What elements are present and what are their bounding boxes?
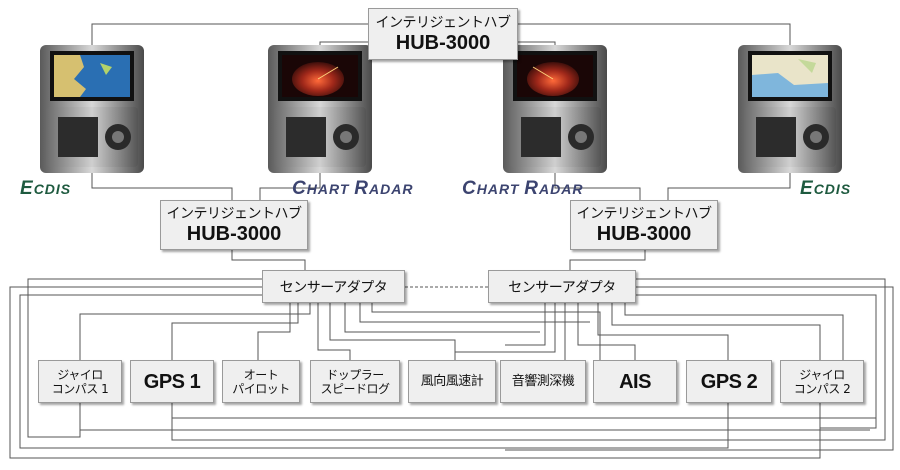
main-hub-name: インテリジェントハブ xyxy=(375,14,512,31)
console-2 xyxy=(268,45,372,173)
right-hub-name: インテリジェントハブ xyxy=(576,205,713,222)
console-4 xyxy=(738,45,842,173)
device-gyro-compass-1: ジャイロコンパス 1 xyxy=(38,360,122,403)
left-hub: インテリジェントハブ HUB-3000 xyxy=(160,200,308,250)
main-hub: インテリジェントハブ HUB-3000 xyxy=(368,8,518,60)
left-hub-name: インテリジェントハブ xyxy=(166,205,303,222)
device-gyro-compass-2: ジャイロコンパス 2 xyxy=(780,360,864,403)
left-sensor-adapter: センサーアダプタ xyxy=(262,270,405,303)
left-hub-model: HUB-3000 xyxy=(186,222,282,245)
console-3 xyxy=(503,45,607,173)
main-hub-model: HUB-3000 xyxy=(395,31,491,54)
device-autopilot: オートパイロット xyxy=(222,360,300,403)
right-hub-model: HUB-3000 xyxy=(596,222,692,245)
chart-radar-caption-left: CHART RADAR xyxy=(292,178,414,199)
right-sensor-adapter: センサーアダプタ xyxy=(488,270,636,303)
console-1 xyxy=(40,45,144,173)
device-gps-1: GPS 1 xyxy=(130,360,214,403)
chart-radar-caption-right: CHART RADAR xyxy=(462,178,584,199)
device-gps-2: GPS 2 xyxy=(686,360,772,403)
device-anemometer: 風向風速計 xyxy=(408,360,496,403)
ecdis-caption-left: ECDIS xyxy=(20,178,72,199)
ecdis-caption-right: ECDIS xyxy=(800,178,852,199)
device-doppler-speed-log: ドップラースピードログ xyxy=(310,360,400,403)
device-ais: AIS xyxy=(593,360,677,403)
device-echo-sounder: 音響測深機 xyxy=(500,360,586,403)
right-hub: インテリジェントハブ HUB-3000 xyxy=(570,200,718,250)
